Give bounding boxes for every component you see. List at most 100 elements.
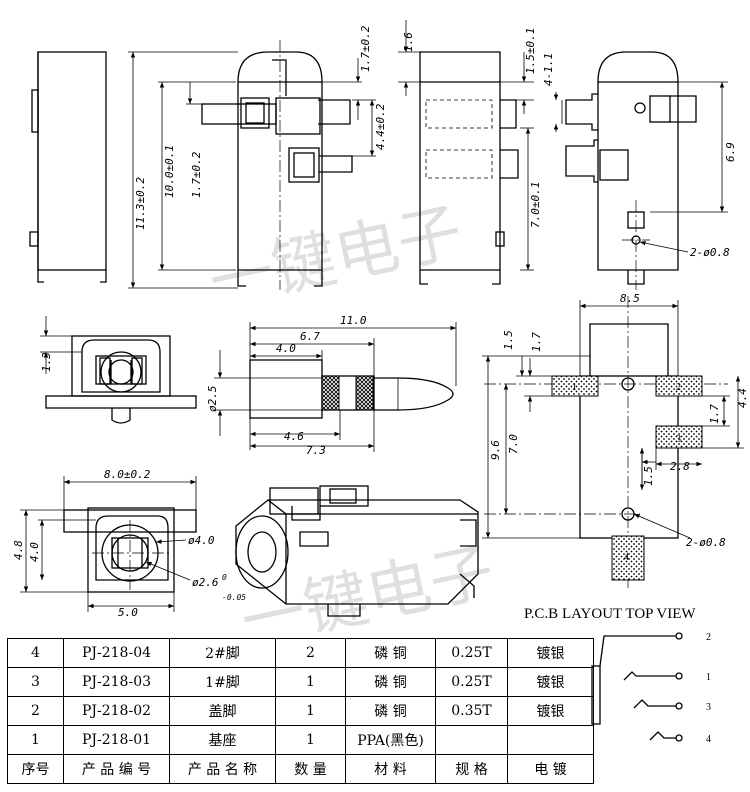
- dim-1-5-pcb: 1.5: [502, 330, 515, 350]
- bom-cell: 磷 铜: [345, 696, 436, 726]
- side-view-d: 6.9 4-1.1 2-ø0.8: [542, 51, 737, 290]
- dim-1-5-pcb-b: 1.5: [642, 466, 655, 486]
- bom-row: 4 PJ-218-04 2#脚 2 磷 铜 0.25T 镀银: [7, 638, 594, 668]
- schematic-pin-2: 2: [706, 632, 711, 643]
- schematic-pin-4: 4: [706, 734, 711, 745]
- bom-cell: 1: [275, 696, 346, 726]
- bom-cell: 1#脚: [169, 667, 276, 697]
- bom-cell: 2: [275, 638, 346, 668]
- dim-2-8: 2.8: [670, 460, 690, 473]
- dim-1-3: 1.3: [40, 352, 53, 372]
- bom-cell: 镀银: [507, 696, 594, 726]
- plug-view: 11.0 6.7 4.0 ø2.5 4.6 7.3: [206, 314, 457, 457]
- bom-cell: 盖脚: [169, 696, 276, 726]
- dim-tol-zero: 0: [222, 573, 227, 582]
- dim-7-3: 7.3: [306, 444, 326, 457]
- schematic: 2 1 3 4: [591, 632, 711, 745]
- pcb-pad-4-label: 4: [624, 552, 629, 563]
- dim-7-0-pcb: 7.0: [507, 434, 520, 454]
- bom-cell: 2: [7, 696, 64, 726]
- pcb-pad-4: [611, 535, 645, 581]
- dim-1-7-pcb-left: 1.7: [530, 332, 543, 352]
- bom-cell: 磷 铜: [345, 638, 436, 668]
- bom-header-cell: 数 量: [275, 754, 346, 784]
- bom-cell: PJ-218-02: [63, 696, 170, 726]
- bom-header-cell: 材 料: [345, 754, 436, 784]
- bom-cell: 4: [7, 638, 64, 668]
- side-view-a: [29, 51, 107, 283]
- bom-cell: 基座: [169, 725, 276, 755]
- dim-8-5: 8.5: [620, 292, 640, 305]
- bom-cell: 镀银: [507, 667, 594, 697]
- dim-4-4-pcb: 4.4: [736, 388, 749, 408]
- bom-cell: PJ-218-03: [63, 667, 170, 697]
- dim-4-0-plug: 4.0: [276, 342, 296, 355]
- bom-row: 3 PJ-218-03 1#脚 1 磷 铜 0.25T 镀银: [7, 667, 594, 697]
- bom-header-cell: 电 镀: [507, 754, 594, 784]
- pcb-pad-1: [551, 375, 599, 397]
- bom-header-cell: 产 品 名 称: [169, 754, 276, 784]
- dim-9-6: 9.6: [489, 440, 502, 460]
- bom-row: 1 PJ-218-01 基座 1 PPA(黑色): [7, 725, 594, 755]
- bom-cell: 磷 铜: [345, 667, 436, 697]
- dim-4-8: 4.8: [12, 540, 25, 560]
- bom-cell: PJ-218-04: [63, 638, 170, 668]
- bom-cell: 0.25T: [435, 638, 508, 668]
- bom-header-cell: 产 品 编 号: [63, 754, 170, 784]
- dim-tol-neg: -0.05: [222, 593, 246, 602]
- schematic-pin-3: 3: [706, 702, 711, 713]
- pcb-pad-3: [655, 425, 703, 449]
- pcb-pad-2-label: 2: [676, 382, 681, 393]
- pcb-layout-title: P.C.B LAYOUT TOP VIEW: [524, 606, 696, 622]
- bom-cell: PJ-218-01: [63, 725, 170, 755]
- dim-d2-6: ø2.6: [192, 576, 219, 589]
- dim-1-7-left: 1.7±0.2: [190, 151, 203, 198]
- bom-cell: 2#脚: [169, 638, 276, 668]
- pcb-layout: 1 2 3 4 8.5 9.6 7.0 1.5 1.7 1.7 4.4: [482, 292, 749, 590]
- bom-cell: 3: [7, 667, 64, 697]
- dim-11-0: 11.0: [340, 314, 367, 327]
- dim-1-5: 1.5±0.1: [524, 28, 537, 74]
- pcb-pad-2: [655, 375, 703, 397]
- dim-5-0: 5.0: [118, 606, 138, 619]
- face-view: 8.0±0.2 4.8 4.0 5.0 ø4.0 ø2.6 0 -0.05: [12, 468, 246, 619]
- watermark-top: 一键电子: [203, 195, 469, 321]
- dim-11-3: 11.3±0.2: [134, 177, 147, 230]
- bom-header-cell: 规 格: [435, 754, 508, 784]
- bom-cell: 1: [7, 725, 64, 755]
- dim-6-9: 6.9: [724, 142, 737, 162]
- dim-4-0-face: 4.0: [28, 542, 41, 562]
- pcb-pad-3-label: 3: [676, 434, 681, 445]
- dim-4-4: 4.4±0.2: [374, 103, 387, 150]
- dim-8-0: 8.0±0.2: [104, 468, 151, 481]
- dim-pcb-holes: 2-ø0.8: [686, 536, 726, 549]
- dim-4-1-1: 4-1.1: [542, 53, 555, 86]
- dim-hole-d: 2-ø0.8: [690, 246, 730, 259]
- bom-table: 4 PJ-218-04 2#脚 2 磷 铜 0.25T 镀银 3 PJ-218-…: [7, 638, 594, 784]
- bom-cell: PPA(黑色): [345, 725, 436, 755]
- dim-1-7-top: 1.7±0.2: [359, 25, 372, 72]
- dim-1-6: 1.6: [402, 32, 415, 52]
- dim-d4-0: ø4.0: [188, 534, 215, 547]
- isometric-view: [235, 485, 479, 617]
- pcb-pad-1-label: 1: [572, 382, 577, 393]
- dim-1-7-pcb-right: 1.7: [708, 404, 721, 424]
- bom-cell: [507, 725, 594, 755]
- bom-header-cell: 序号: [7, 754, 64, 784]
- bom-row: 2 PJ-218-02 盖脚 1 磷 铜 0.35T 镀银: [7, 696, 594, 726]
- front-view: 1.3: [40, 316, 197, 424]
- schematic-pin-1: 1: [706, 672, 711, 683]
- bom-cell: 0.35T: [435, 696, 508, 726]
- dim-10-0: 10.0±0.1: [163, 145, 176, 198]
- side-view-c: 1.6 1.5±0.1 7.0±0.1: [398, 20, 542, 285]
- bom-cell: 0.25T: [435, 667, 508, 697]
- side-view-b: 11.3±0.2 10.0±0.1 1.7±0.2 1.7±0.2 4.4±0.…: [128, 25, 387, 290]
- bom-cell: 1: [275, 667, 346, 697]
- bom-cell: 镀银: [507, 638, 594, 668]
- dim-d2-5: ø2.5: [206, 386, 219, 413]
- bom-header-row: 序号 产 品 编 号 产 品 名 称 数 量 材 料 规 格 电 镀: [7, 754, 594, 784]
- dim-4-6: 4.6: [284, 430, 304, 443]
- dim-6-7: 6.7: [300, 330, 320, 343]
- dim-7-0: 7.0±0.1: [529, 182, 542, 228]
